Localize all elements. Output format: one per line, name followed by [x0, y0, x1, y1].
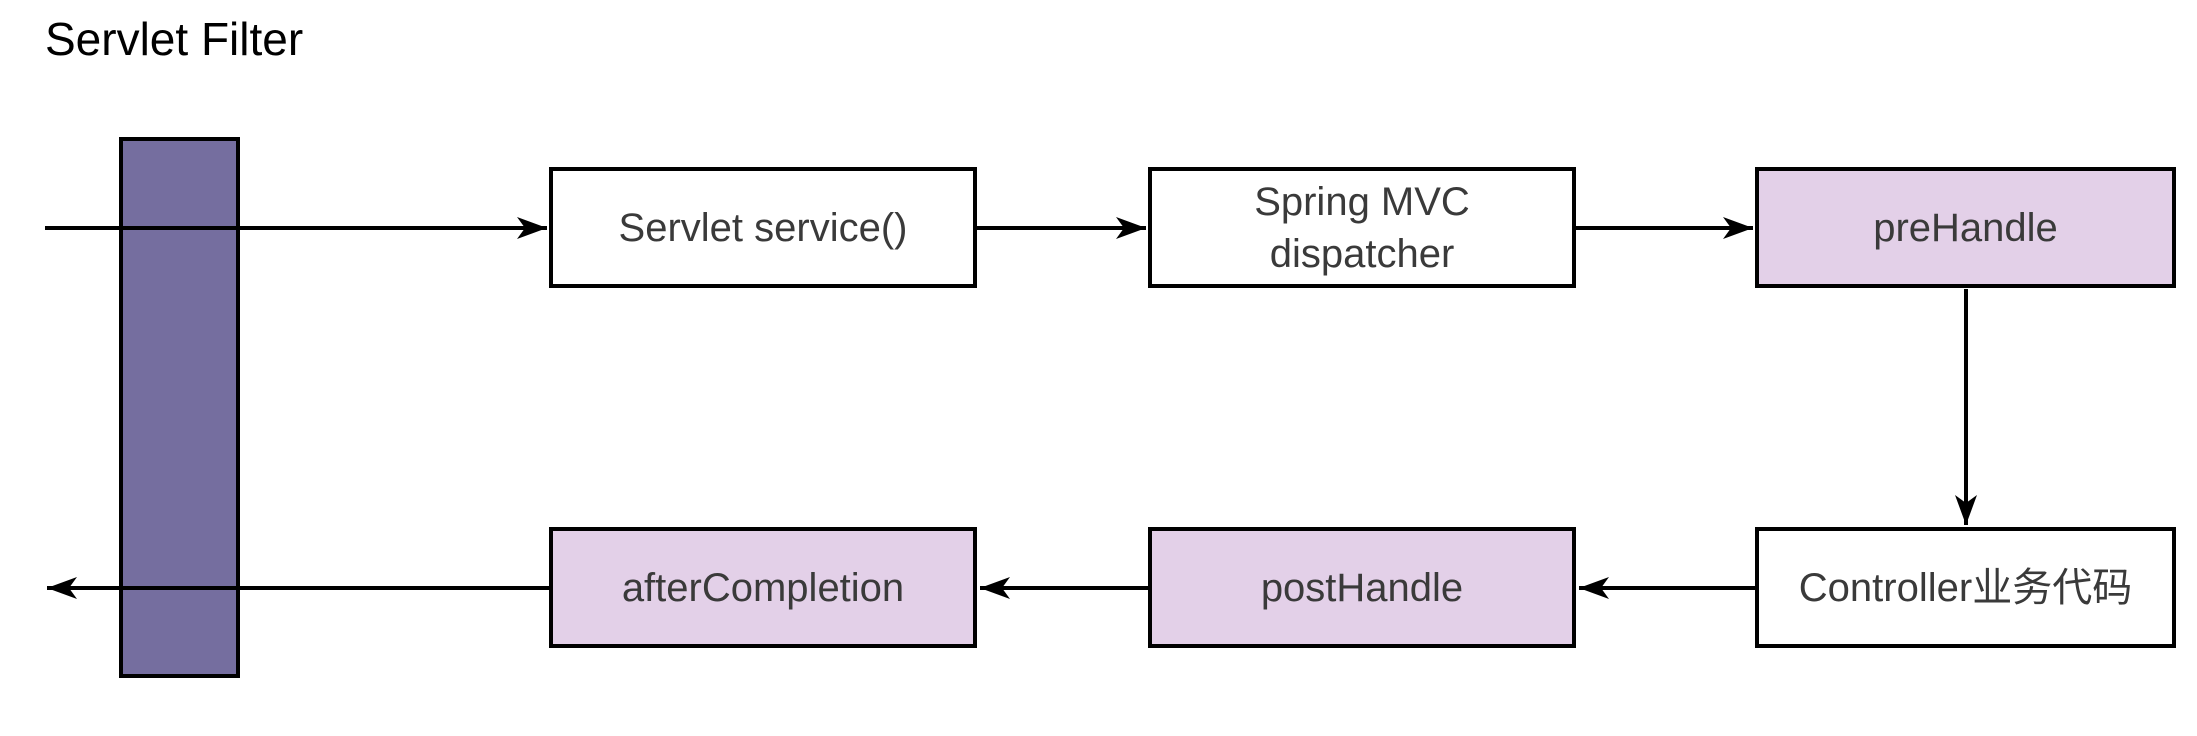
node-posthandle: postHandle: [1148, 527, 1576, 648]
node-aftercompletion-label: afterCompletion: [621, 565, 905, 610]
node-controller-business-code: Controller业务代码: [1755, 527, 2176, 648]
node-posthandle-label: postHandle: [1260, 565, 1464, 610]
diagram-title: Servlet Filter: [45, 13, 304, 65]
node-prehandle-label: preHandle: [1873, 205, 2058, 250]
node-servlet-service-label: Servlet service(): [618, 205, 908, 250]
servlet-filter-bar: [119, 137, 240, 678]
node-spring-mvc-dispatcher: Spring MVC dispatcher: [1148, 167, 1576, 288]
node-aftercompletion: afterCompletion: [549, 527, 977, 648]
node-spring-mvc-dispatcher-label: Spring MVC dispatcher: [1254, 179, 1470, 276]
node-prehandle: preHandle: [1755, 167, 2176, 288]
node-controller-business-code-label: Controller业务代码: [1798, 565, 2133, 610]
node-servlet-service: Servlet service(): [549, 167, 977, 288]
